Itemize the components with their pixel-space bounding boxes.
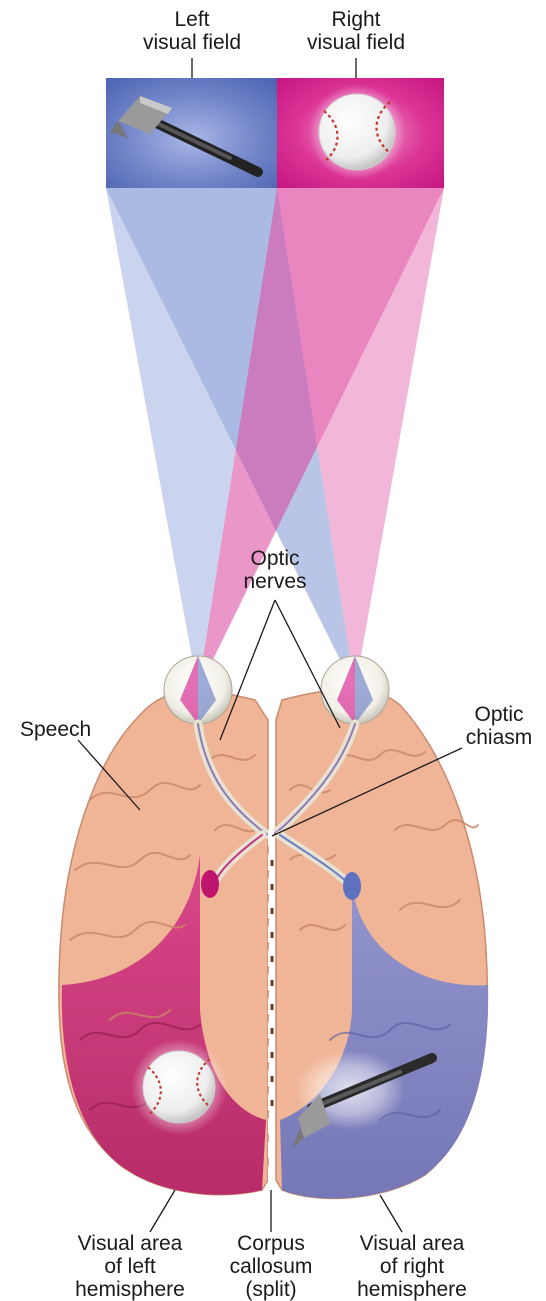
label-right-visual-field: Right visual field (306, 8, 406, 54)
label-left-visual-field: Left visual field (142, 8, 242, 54)
right-eye (321, 656, 389, 724)
label-optic-nerves: Optic nerves (232, 547, 318, 593)
leader-visual-area-left (150, 1190, 175, 1232)
left-eye (164, 656, 232, 724)
label-visual-area-right-hemisphere: Visual area of right hemisphere (352, 1232, 472, 1301)
label-corpus-callosum: Corpus callosum (split) (226, 1232, 316, 1301)
label-optic-chiasm: Optic chiasm (458, 703, 540, 749)
label-speech: Speech (20, 718, 91, 741)
leader-visual-area-right (380, 1195, 402, 1232)
baseball-icon (309, 84, 405, 180)
label-visual-area-left-hemisphere: Visual area of left hemisphere (70, 1232, 190, 1301)
visual-projection-beams (106, 188, 444, 690)
right-lateral-geniculate (343, 872, 361, 900)
corpus-callosum-split (271, 830, 272, 1200)
left-lateral-geniculate (201, 870, 219, 898)
baseball-icon (131, 1039, 227, 1135)
